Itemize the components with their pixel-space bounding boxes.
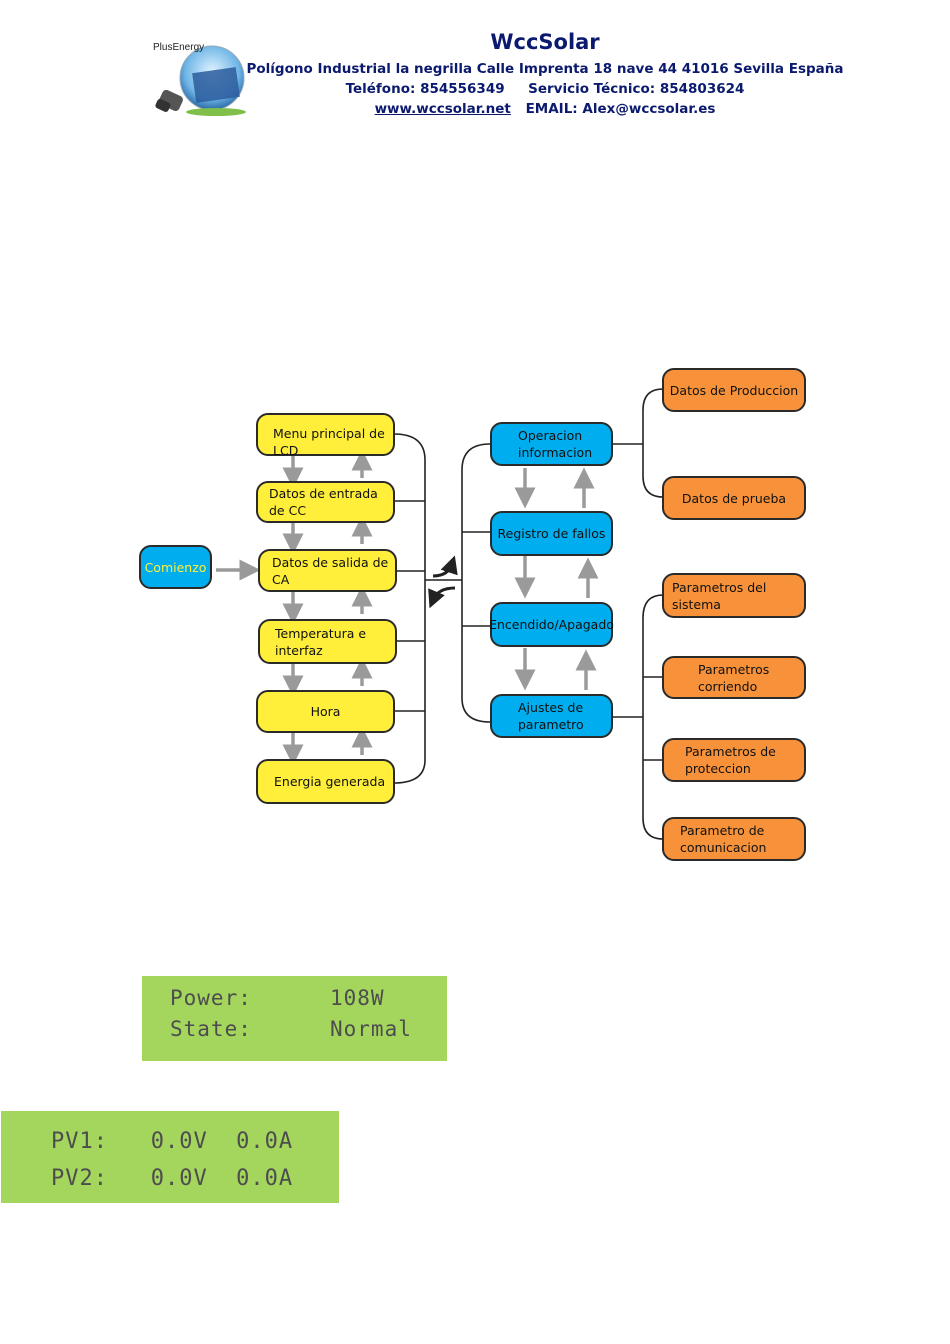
lcd-pv2-row: PV2: 0.0V 0.0A: [51, 1166, 294, 1191]
node-parameter-settings: Ajustes de parametro: [490, 694, 613, 738]
node-test-data: Datos de prueba: [662, 476, 806, 520]
website-link[interactable]: www.wccsolar.net: [374, 101, 511, 117]
company-email: EMAIL: Alex@wccsolar.es: [525, 101, 716, 117]
plusenergy-logo: [155, 45, 246, 116]
node-communication-parameter: Parametro de comunicacion: [662, 817, 806, 861]
node-temperature-interface: Temperatura e interfaz: [258, 619, 397, 664]
node-protection-parameters: Parametros de proteccion: [662, 738, 806, 782]
node-production-data: Datos de Produccion: [662, 368, 806, 412]
logo-text: PlusEnergy: [153, 42, 205, 53]
company-web-line: www.wccsolar.net EMAIL: Alex@wccsolar.es: [120, 101, 950, 117]
company-address: Polígono Industrial la negrilla Calle Im…: [246, 61, 844, 77]
node-on-off: Encendido/Apagado: [489, 602, 614, 647]
lcd-power-label: Power:: [170, 986, 252, 1010]
start-node: Comienzo: [139, 545, 212, 589]
node-ac-output-data: Datos de salida de CA: [258, 549, 397, 592]
lcd-pv-display: PV1: 0.0V 0.0A PV2: 0.0V 0.0A: [1, 1111, 339, 1203]
company-phone: Teléfono: 854556349 Servicio Técnico: 85…: [345, 81, 745, 97]
node-system-parameters: Parametros del sistema: [662, 573, 806, 618]
lcd-power-state-display: Power: 108W State: Normal: [142, 976, 447, 1061]
node-operation-info: Operacion informacion: [490, 422, 613, 466]
lcd-state-value: Normal: [330, 1017, 412, 1041]
lcd-pv1-row: PV1: 0.0V 0.0A: [51, 1129, 294, 1154]
node-lcd-main-menu: Menu principal de LCD: [256, 413, 395, 458]
node-dc-input-data: Datos de entrada de CC: [256, 481, 395, 523]
node-energy-generated: Energia generada: [256, 759, 395, 804]
company-name: WccSolar: [490, 30, 600, 54]
lcd-power-value: 108W: [330, 986, 385, 1010]
lcd-state-label: State:: [170, 1017, 252, 1041]
node-running-parameters: Parametros corriendo: [662, 656, 806, 699]
node-fault-log: Registro de fallos: [490, 511, 613, 556]
node-time: Hora: [256, 690, 395, 733]
